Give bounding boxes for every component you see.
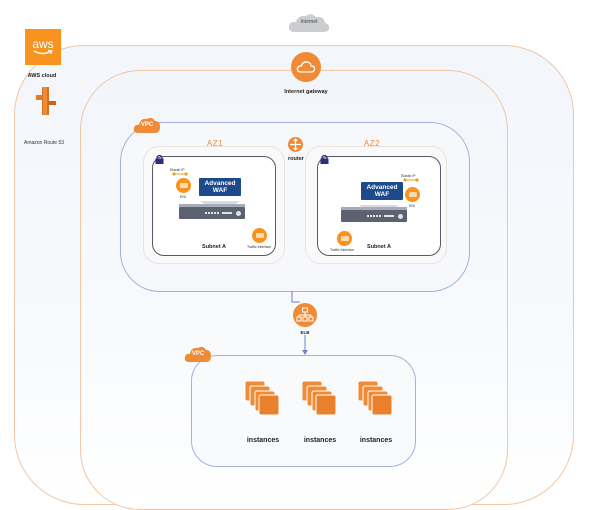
az2-eni-label: ENI [409,204,415,208]
internet-gateway-label: Internet gateway [284,89,328,95]
internet-cloud-icon [288,14,330,33]
instances-3-label: instances [359,437,393,444]
aws-smile-icon [33,50,53,55]
instances-3-icon[interactable] [357,380,393,416]
instances-2-icon[interactable] [301,380,337,416]
az2-waf-badge: Advanced WAF [361,182,403,200]
az1-elastic-ip-icon [172,163,188,176]
az1-traffic-interface-label: Traffic Interface [247,245,272,249]
az2-elastic-ip-icon [403,169,419,182]
internet-gateway-icon[interactable] [291,52,321,82]
az2-waf-line2: WAF [374,191,390,198]
az1-waf-line1: Advanced [204,180,236,187]
vpc-top-badge-label: VPC [140,122,154,128]
az1-subnet-label: Subnet A [202,244,226,250]
az1-traffic-interface-icon[interactable] [252,228,267,243]
az2-eni-icon[interactable] [405,187,420,202]
vpc-top-badge: VPC [133,116,161,134]
az1-waf-badge: Advanced WAF [199,178,241,196]
route53-label: Amazon Route 53 [23,140,65,146]
elb-icon[interactable] [293,303,317,327]
instances-2-label: instances [303,437,337,444]
elb-label: ELB [295,330,315,335]
az2-lock-icon [320,151,329,164]
az2-traffic-interface-icon[interactable] [337,231,352,246]
internet-cloud: Internet [287,12,331,34]
aws-logo: aws [25,29,61,65]
aws-logo-text: aws [32,37,54,51]
aws-cloud-label: AWS cloud [27,73,57,79]
az2-title: AZ2 [363,139,381,148]
az2-elastic-ip-label: Elastic IP [401,174,416,178]
az1-elastic-ip-label: Elastic IP [170,168,185,172]
vpc-cloud-icon [133,117,160,133]
route53-icon[interactable] [33,86,57,116]
router-icon[interactable] [288,137,303,152]
vpc-bottom-badge-label: VPC [191,351,205,357]
az1-title: AZ1 [206,139,224,148]
az1-eni-icon[interactable] [176,178,191,193]
az1-eni-label: ENI [180,195,186,199]
vpc-cloud-icon [184,346,211,362]
az2-traffic-interface-label: Traffic Interface [330,248,355,252]
az2-server-appliance[interactable] [341,207,407,222]
instances-1-icon[interactable] [244,380,280,416]
internet-label: Internet [300,19,318,25]
az2-subnet-label: Subnet A [367,244,391,250]
vpc-bottom-badge: VPC [184,345,212,363]
instances-1-label: instances [246,437,280,444]
az1-server-appliance[interactable] [179,204,245,219]
az1-waf-line2: WAF [212,187,228,194]
az1-lock-icon [155,151,164,164]
router-label: router [288,156,304,162]
az2-waf-line1: Advanced [366,184,398,191]
